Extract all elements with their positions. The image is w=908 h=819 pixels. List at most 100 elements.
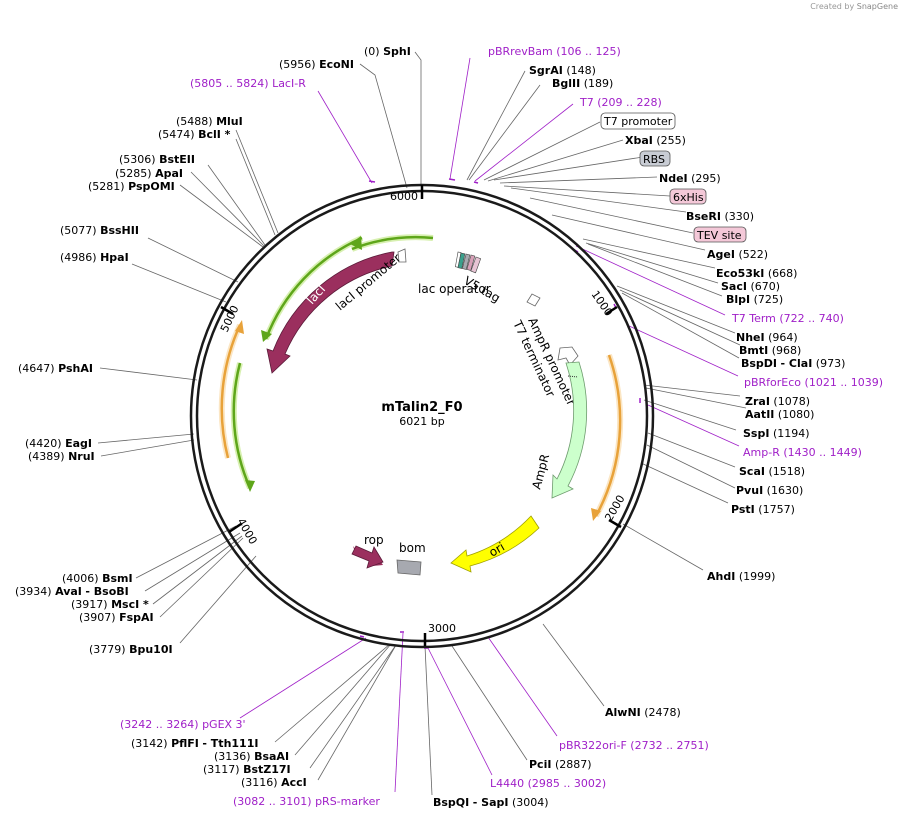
site-label-sphI: (0) SphI xyxy=(364,45,411,58)
site-label-bsaAI: (3136) BsaAI xyxy=(214,750,289,763)
site-label-bpu10I: (3779) Bpu10I xyxy=(89,643,173,656)
site-label-avaI: (3934) AvaI - BsoBI xyxy=(15,585,129,598)
site-label-ageI: AgeI (522) xyxy=(707,248,768,261)
tick-label-3000: 3000 xyxy=(428,622,456,635)
site-label-bstEII: (5306) BstEII xyxy=(119,153,195,166)
site-label-ageI-name: AgeI xyxy=(707,248,735,261)
site-label-bsmI-pos: (4006) xyxy=(62,572,99,585)
site-label-nruI-pos: (4389) xyxy=(28,450,65,463)
bom-label: bom xyxy=(399,541,426,555)
ampr-arrow xyxy=(551,361,588,499)
site-label-bseRI-pos: (330) xyxy=(724,210,754,223)
site-label-bspDI-suffix: - ClaI xyxy=(781,357,813,370)
site-label-pgex3-pos: (3242 .. 3264) xyxy=(120,718,199,731)
site-label-aatII: AatII (1080) xyxy=(745,408,814,421)
site-label-pshAI: (4647) PshAI xyxy=(18,362,93,375)
site-label-bseRI: BseRI (330) xyxy=(686,210,754,223)
site-label-avaI-pos: (3934) xyxy=(15,585,52,598)
site-label-pflFI-pos: (3142) xyxy=(131,737,168,750)
site-label-pflFI: (3142) PflFI - Tth111I xyxy=(131,737,258,750)
site-label-bpu10I-pos: (3779) xyxy=(89,643,126,656)
laci-promoter-arrow xyxy=(397,248,407,263)
site-label-rbs-name: RBS xyxy=(643,153,665,166)
site-label-pflFI-suffix: - Tth111I xyxy=(202,737,258,750)
site-label-nheI-pos: (964) xyxy=(768,331,798,344)
site-label-alwNI: AlwNI (2478) xyxy=(605,706,681,719)
site-label-avaI-suffix: - BsoBI xyxy=(85,585,128,598)
site-label-pstI-name: PstI xyxy=(731,503,755,516)
site-label-bclI: (5474) BclI * xyxy=(158,128,231,141)
site-label-pbrrevbam-name: pBRrevBam xyxy=(488,45,553,58)
laci-arrow xyxy=(266,251,395,374)
site-label-pbrrevbam: pBRrevBam (106 .. 125) xyxy=(488,45,621,58)
site-label-prsmarker-name: pRS-marker xyxy=(315,795,380,808)
snapgene-logo: SnapGene xyxy=(856,2,898,11)
rop-arrow xyxy=(351,545,384,569)
site-label-avaI-name: AvaI xyxy=(55,585,82,598)
site-label-eagI: (4420) EagI xyxy=(25,437,92,450)
site-label-pshAI-name: PshAI xyxy=(58,362,93,375)
site-label-sacI: SacI (670) xyxy=(721,280,780,293)
site-label-scaI: ScaI (1518) xyxy=(739,465,805,478)
site-label-ampR_primer-name: Amp-R xyxy=(743,446,780,459)
site-label-zraI-name: ZraI xyxy=(745,395,770,408)
site-label-bseRI-name: BseRI xyxy=(686,210,721,223)
site-label-sphI-name: SphI xyxy=(383,45,411,58)
site-label-pvuI-pos: (1630) xyxy=(767,484,804,497)
site-label-prsmarker-pos: (3082 .. 3101) xyxy=(233,795,312,808)
site-label-bglII-name: BglII xyxy=(552,77,580,90)
site-label-sacI-name: SacI xyxy=(721,280,747,293)
site-label-bstZ17I-name: BstZ17I xyxy=(243,763,291,776)
site-label-pbrforeco-name: pBRforEco xyxy=(744,376,801,389)
site-label-sgrAI: SgrAI (148) xyxy=(529,64,596,77)
site-label-eco53kI-name: Eco53kI xyxy=(716,267,764,280)
site-label-pciI-name: PciI xyxy=(529,758,551,771)
site-label-bspQI: BspQI - SapI (3004) xyxy=(433,796,549,809)
site-label-ampR_primer-pos: (1430 .. 1449) xyxy=(783,446,862,459)
site-label-pbrforeco-pos: (1021 .. 1039) xyxy=(805,376,884,389)
site-label-pgex3-name: pGEX 3' xyxy=(202,718,246,731)
site-label-t7prom-name: T7 promoter xyxy=(603,115,673,128)
lac-operator-label: lac operator xyxy=(418,282,491,296)
site-label-nheI: NheI (964) xyxy=(736,331,798,344)
site-label-laciR-pos: (5805 .. 5824) xyxy=(190,77,269,90)
site-label-t7-name: T7 xyxy=(579,96,594,109)
site-label-pflFI-name: PflFI xyxy=(171,737,199,750)
site-label-pspOMI-pos: (5281) xyxy=(88,180,125,193)
site-label-pvuI-name: PvuI xyxy=(736,484,763,497)
site-label-his6: 6xHis xyxy=(673,191,704,204)
site-label-pciI: PciI (2887) xyxy=(529,758,592,771)
site-label-bsmI: (4006) BsmI xyxy=(62,572,133,585)
site-label-xbaI-name: XbaI xyxy=(625,134,653,147)
site-labels: (0) SphI(5956) EcoNI(5805 .. 5824) LacI-… xyxy=(15,45,883,809)
green-orf-arcs xyxy=(230,234,434,490)
site-label-t7: T7 (209 .. 228) xyxy=(579,96,662,109)
site-label-blpI: BlpI (725) xyxy=(726,293,783,306)
site-label-ndeI: NdeI (295) xyxy=(659,172,721,185)
site-label-bclI-pos: (5474) xyxy=(158,128,195,141)
site-label-scaI-name: ScaI xyxy=(739,465,765,478)
site-label-bpu10I-name: Bpu10I xyxy=(129,643,173,656)
orange-arrowhead-2 xyxy=(591,508,601,521)
site-label-pbrforeco: pBRforEco (1021 .. 1039) xyxy=(744,376,883,389)
site-label-zraI: ZraI (1078) xyxy=(745,395,810,408)
site-label-hpaI-name: HpaI xyxy=(100,251,129,264)
site-label-bstEII-pos: (5306) xyxy=(119,153,156,166)
site-label-bspDI-pos: (973) xyxy=(816,357,846,370)
site-label-aatII-pos: (1080) xyxy=(778,408,815,421)
tick-label-6000: 6000 xyxy=(390,190,418,203)
site-label-bglII-pos: (189) xyxy=(584,77,614,90)
site-label-fspAI: (3907) FspAI xyxy=(79,611,154,624)
site-label-mluI: (5488) MluI xyxy=(176,115,243,128)
site-label-bsaAI-name: BsaAI xyxy=(254,750,289,763)
ori-arrow xyxy=(450,515,540,573)
plasmid-length: 6021 bp xyxy=(399,415,444,428)
leader-lines xyxy=(97,51,747,796)
site-label-pbr322ori: pBR322ori-F (2732 .. 2751) xyxy=(559,739,709,752)
rop-label: rop xyxy=(364,533,384,547)
site-label-ahdI: AhdI (1999) xyxy=(707,570,775,583)
site-label-pstI-pos: (1757) xyxy=(758,503,795,516)
site-label-ndeI-name: NdeI xyxy=(659,172,688,185)
site-label-pciI-pos: (2887) xyxy=(555,758,592,771)
site-label-bstEII-name: BstEII xyxy=(159,153,195,166)
